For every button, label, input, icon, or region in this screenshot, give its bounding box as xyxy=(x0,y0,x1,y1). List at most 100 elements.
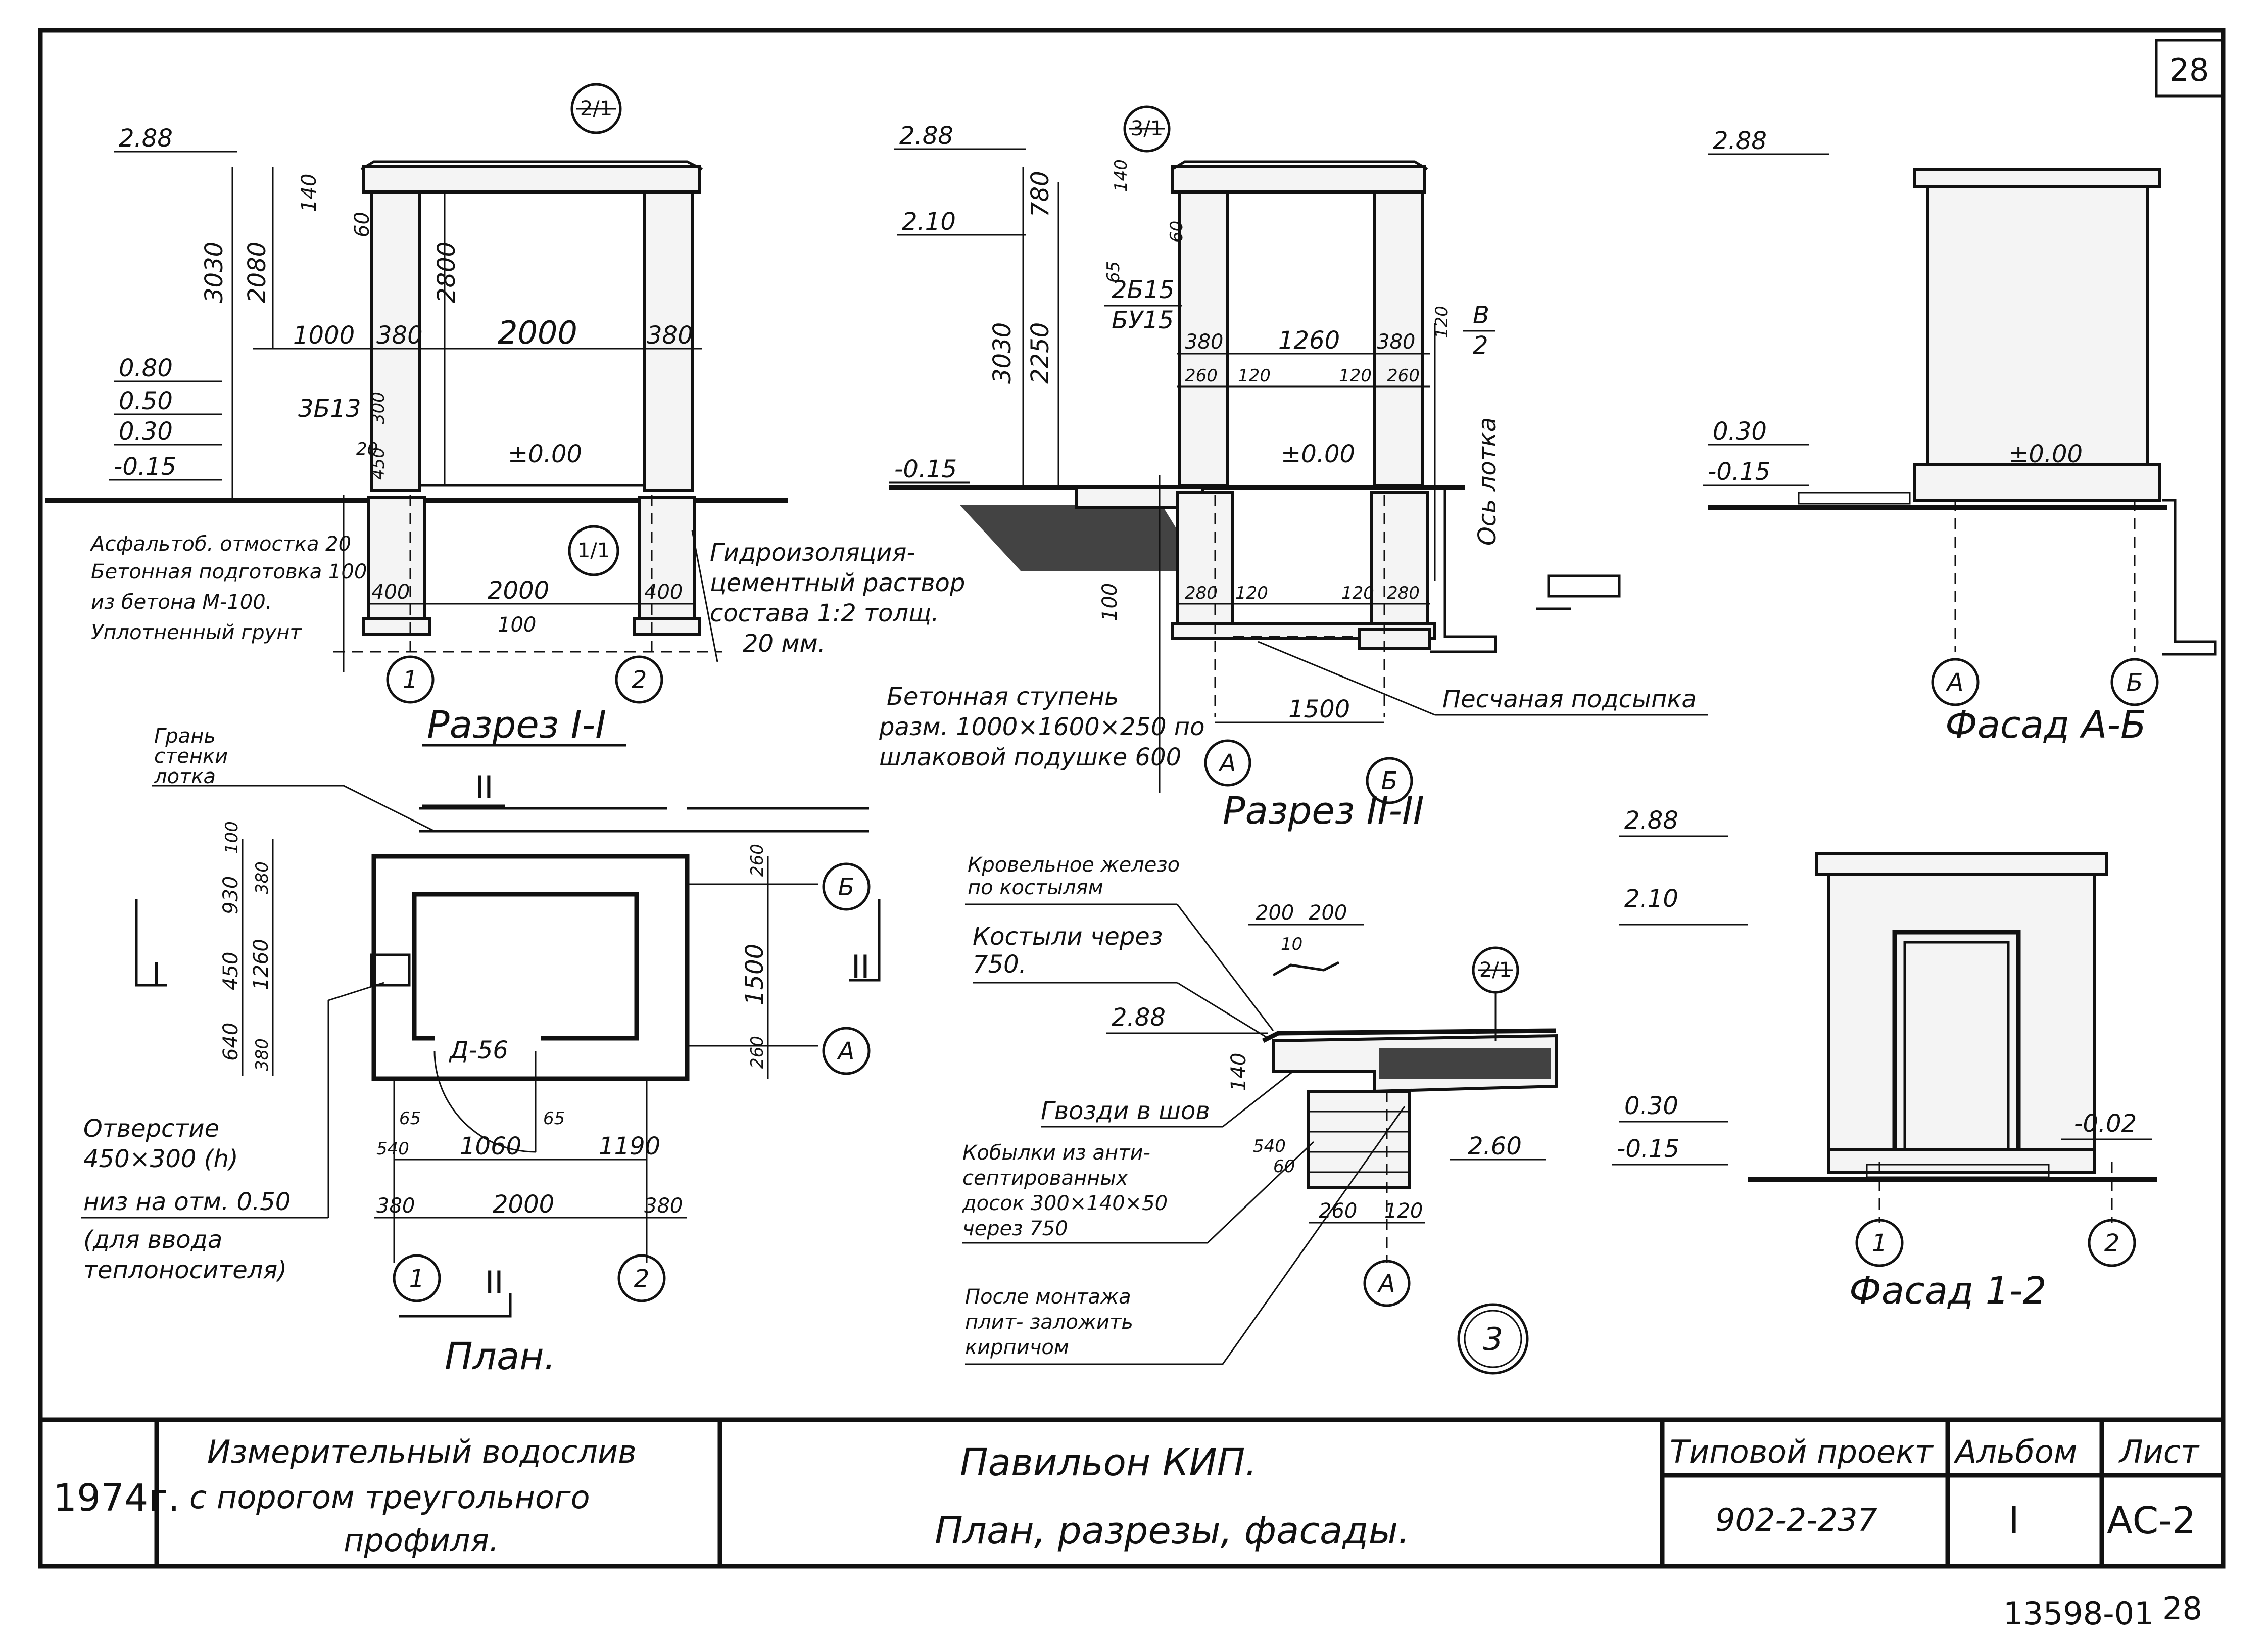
sheet-frame xyxy=(38,28,2226,1569)
note-right-2: цементный раствор xyxy=(710,569,965,597)
plan-axis-marker-1: 1 xyxy=(393,1254,441,1302)
dim-260a: 260 xyxy=(1185,366,1218,386)
dim-400a: 400 xyxy=(371,581,410,604)
detail-note-4d: через 750 xyxy=(962,1217,1068,1240)
plan-dim-380c: 380 xyxy=(376,1194,415,1218)
plan-dim-540: 540 xyxy=(376,1139,409,1159)
detail-note-5a: После монтажа xyxy=(965,1285,1131,1309)
facade-ab-axis-b-label: Б xyxy=(2127,668,2143,697)
foundation-a xyxy=(1176,491,1234,625)
sheet-number: 28 xyxy=(2169,52,2209,88)
detail-note-5b: плит- заложить xyxy=(965,1311,1133,1334)
tray-note-top: В xyxy=(1473,301,1489,329)
axis-1-label: 1 xyxy=(403,666,418,694)
marker-top-2-label: 3/1 xyxy=(1131,117,1163,140)
section-1-title: Разрез I-I xyxy=(427,703,606,747)
section-2-2: 2.88 2.10 -0.15 ±0.00 3030 2250 780 140 … xyxy=(879,105,1708,833)
facade-12-axis-1-label: 1 xyxy=(1872,1229,1888,1258)
note-right-4: 20 мм. xyxy=(743,630,826,658)
dim-2080: 2080 xyxy=(243,242,271,303)
elev-288-2: 2.88 xyxy=(899,122,953,150)
detail-note-4b: септированных xyxy=(962,1167,1128,1190)
plan-view: Грань стенки лотка II I II II Д-56 100 9… xyxy=(81,725,881,1378)
plan-axis-marker-2: 2 xyxy=(617,1254,666,1302)
facade-12-plinth xyxy=(1827,1148,2096,1174)
footing-b-block xyxy=(1358,628,1431,650)
plan-dim-1500: 1500 xyxy=(741,944,769,1005)
dim-450: 450 xyxy=(368,447,389,480)
sheet-number-box xyxy=(2155,39,2224,98)
facade-ab-body xyxy=(1926,180,2149,471)
dim-120-vert: 120 xyxy=(1432,306,1452,339)
detail-dim-540: 540 xyxy=(1253,1136,1286,1156)
roof-cap xyxy=(360,160,703,171)
axis-marker-1: 1 xyxy=(386,655,435,704)
facade-12-axis-marker-1: 1 xyxy=(1855,1219,1904,1267)
facade-12-axis-marker-2: 2 xyxy=(2088,1219,2136,1267)
axis-a-label: А xyxy=(1218,749,1236,778)
step-hatch xyxy=(960,505,1202,571)
door-label: Д-56 xyxy=(449,1036,508,1065)
plan-dim-1190: 1190 xyxy=(599,1132,660,1161)
dim-780: 780 xyxy=(1026,171,1054,217)
facade-ab-elev-m015: -0.15 xyxy=(1708,458,1770,486)
note-left-2: Бетонная подготовка 100 xyxy=(91,560,367,584)
plan-dim-260b: 260 xyxy=(747,1036,767,1069)
detail-note-2-leader-2 xyxy=(1177,982,1269,1039)
dim-1000: 1000 xyxy=(293,321,355,350)
facade-12-elev-210: 2.10 xyxy=(1624,885,1678,913)
tb-album-value: I xyxy=(2008,1499,2019,1542)
facade-ab-elev-030: 0.30 xyxy=(1713,417,1767,446)
roof-slab xyxy=(362,165,701,194)
dim-300: 300 xyxy=(368,392,389,424)
facade-a-b: 2.88 0.30 -0.15 ±0.00 А Б Фасад А-Б xyxy=(1703,127,2217,747)
tray-note-3: лотка xyxy=(154,765,216,788)
dim-100-2: 100 xyxy=(1098,583,1122,621)
detail-dim-200a: 200 xyxy=(1256,901,1294,925)
facade-12-body xyxy=(1827,867,2096,1164)
elev-080: 0.80 xyxy=(119,354,173,382)
dim-3030: 3030 xyxy=(200,242,228,303)
facade-ab-step xyxy=(1798,492,1911,505)
hole-note-3: низ на отм. 0.50 xyxy=(83,1188,291,1216)
dim-1500: 1500 xyxy=(1288,695,1350,723)
plan-dim-380d: 380 xyxy=(644,1194,683,1218)
dim-260b: 260 xyxy=(1387,366,1420,386)
plan-inner-room xyxy=(412,892,639,1041)
facade-12-elev-m015: -0.15 xyxy=(1617,1135,1679,1163)
axis-b-label: Б xyxy=(1381,767,1398,795)
elev-210-2: 2.10 xyxy=(902,208,956,236)
lintel-2b15: 2Б15 xyxy=(1112,276,1175,304)
facade-12-elev-288: 2.88 xyxy=(1624,806,1678,835)
detail-dim-140: 140 xyxy=(1227,1053,1250,1091)
hole-note-1: Отверстие xyxy=(83,1115,219,1143)
elev-000: ±0.00 xyxy=(508,440,582,468)
plan-axis-a-label: А xyxy=(837,1037,855,1066)
sand-leader xyxy=(1258,641,1435,716)
dim-140-2: 140 xyxy=(1111,159,1131,192)
door-swing xyxy=(433,1050,536,1153)
plan-dim-380b: 380 xyxy=(252,1038,272,1071)
tray-axis-label: Ось лотка xyxy=(1473,417,1502,546)
facade-12-title: Фасад 1-2 xyxy=(1849,1269,2047,1313)
detail-crutch xyxy=(1272,961,1340,977)
detail-dim-60: 60 xyxy=(1273,1156,1295,1177)
section-1-1: 2.88 0.80 0.50 0.30 -0.15 ±0.00 3030 208… xyxy=(45,83,965,747)
foundation-right xyxy=(638,496,696,631)
roof-cap-2 xyxy=(1171,160,1428,171)
door-gap xyxy=(435,1036,541,1051)
foundation-b xyxy=(1370,491,1429,625)
section-mark-top: II xyxy=(475,769,494,806)
lintel-bu15: БУ15 xyxy=(1112,306,1174,334)
wall-a xyxy=(1178,180,1229,487)
plan-dim-640: 640 xyxy=(219,1023,243,1061)
tb-album-label: Альбом xyxy=(1953,1433,2078,1470)
marker-top: 2/1 xyxy=(570,83,622,134)
detail-marker-top: 2/1 xyxy=(1472,946,1519,994)
foundation-left xyxy=(367,496,426,631)
detail-note-3: Гвозди в шов xyxy=(1041,1097,1210,1125)
plan-outer-wall xyxy=(371,854,690,1081)
tray-note-2: стенки xyxy=(154,745,228,768)
facade-12-elev-m002: -0.02 xyxy=(2074,1109,2137,1138)
